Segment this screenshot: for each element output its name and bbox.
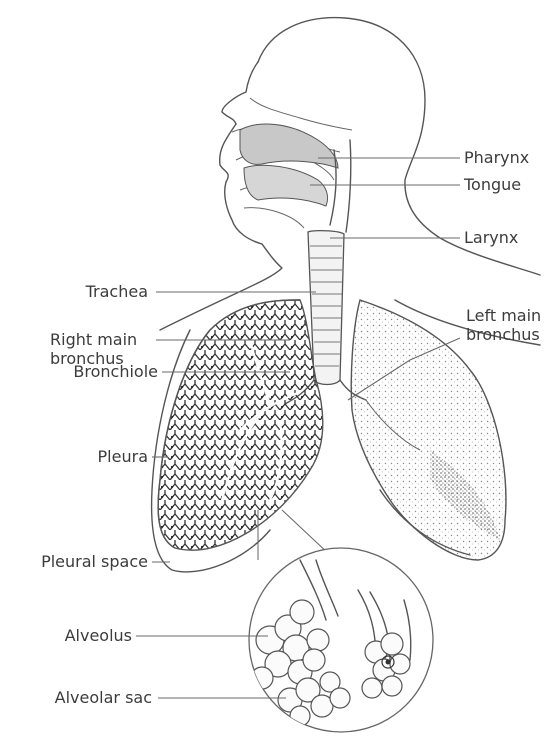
label-pleura: Pleura [40,447,148,466]
label-pleural-space: Pleural space [10,552,148,571]
label-tongue: Tongue [464,175,521,194]
label-alveolar-sac: Alveolar sac [10,688,152,707]
label-left-main-bronchus-line1: Left main [466,306,541,325]
alveoli-magnified-view [249,548,433,732]
label-right-main-bronchus-line1: Right main [20,330,148,349]
label-trachea: Trachea [40,282,148,301]
label-left-main-bronchus: Left main bronchus [466,306,541,344]
right-lung-drawing [152,300,323,572]
label-bronchiole: Bronchiole [20,362,158,381]
label-alveolus: Alveolus [10,626,132,645]
label-larynx: Larynx [464,228,518,247]
label-left-main-bronchus-line2: bronchus [466,325,541,344]
label-pharynx: Pharynx [464,148,529,167]
